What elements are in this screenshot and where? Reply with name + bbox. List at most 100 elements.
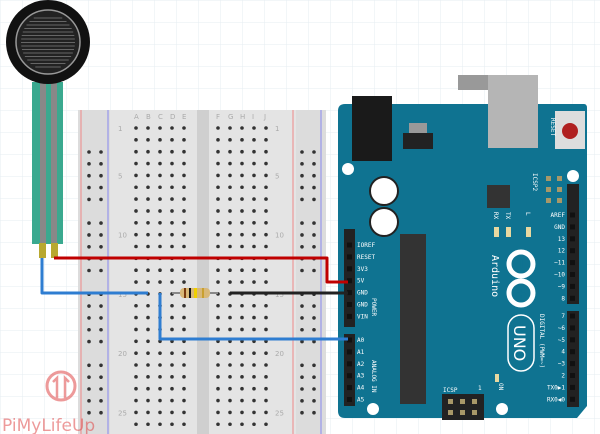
rail-hole[interactable] [312,387,316,391]
header-pin[interactable] [347,361,352,367]
breadboard-hole[interactable] [240,351,244,355]
breadboard-hole[interactable] [182,280,186,284]
breadboard-hole[interactable] [146,351,150,355]
rail-hole[interactable] [99,410,103,415]
breadboard-hole[interactable] [146,173,150,178]
header-pin[interactable] [347,385,352,391]
rail-hole[interactable] [312,399,316,403]
breadboard-hole[interactable] [182,351,186,355]
breadboard-hole[interactable] [252,303,256,308]
rail-hole[interactable] [99,327,103,332]
rail-hole[interactable] [300,197,304,202]
rail-hole[interactable] [87,221,91,225]
breadboard-hole[interactable] [240,244,244,249]
breadboard-hole[interactable] [228,149,232,154]
breadboard-hole[interactable] [216,232,220,237]
rail-hole[interactable] [99,363,103,368]
breadboard-hole[interactable] [134,339,138,344]
breadboard-hole[interactable] [182,303,186,308]
rail-hole[interactable] [87,410,91,415]
breadboard-hole[interactable] [146,422,150,427]
breadboard-hole[interactable] [170,161,174,166]
rail-hole[interactable] [300,233,304,237]
breadboard-hole[interactable] [146,410,150,415]
header-pin[interactable] [347,313,352,319]
breadboard-hole[interactable] [264,221,268,225]
breadboard-hole[interactable] [264,268,268,273]
rail-hole[interactable] [300,150,304,154]
breadboard-hole[interactable] [228,268,232,273]
breadboard-hole[interactable] [228,173,232,178]
breadboard-hole[interactable] [170,422,174,427]
rail-hole[interactable] [87,233,91,237]
breadboard-hole[interactable] [252,149,256,154]
rail-hole[interactable] [99,233,103,237]
header-pin[interactable] [570,373,575,378]
breadboard-hole[interactable] [158,351,162,355]
breadboard-hole[interactable] [264,422,268,427]
breadboard-hole[interactable] [158,149,162,154]
breadboard-hole[interactable] [134,173,138,178]
breadboard-hole[interactable] [182,173,186,178]
header-pin[interactable] [570,313,575,319]
breadboard-hole[interactable] [158,268,162,273]
breadboard-hole[interactable] [252,197,256,201]
breadboard-hole[interactable] [216,138,220,142]
breadboard-hole[interactable] [158,398,162,403]
breadboard-hole[interactable] [158,126,162,130]
breadboard-hole[interactable] [228,232,232,237]
header-pin[interactable] [570,384,575,390]
breadboard-hole[interactable] [158,221,162,225]
rail-hole[interactable] [99,375,103,379]
breadboard-hole[interactable] [264,185,268,190]
rail-hole[interactable] [300,387,304,391]
breadboard-hole[interactable] [170,221,174,225]
breadboard-hole[interactable] [252,363,256,367]
breadboard-hole[interactable] [158,386,162,391]
breadboard-hole[interactable] [134,315,138,320]
breadboard-hole[interactable] [134,126,138,130]
breadboard-hole[interactable] [240,327,244,332]
rail-hole[interactable] [312,268,316,273]
breadboard-hole[interactable] [134,209,138,213]
breadboard-hole[interactable] [170,197,174,201]
breadboard-hole[interactable] [216,386,220,391]
breadboard-hole[interactable] [240,173,244,178]
breadboard-hole[interactable] [264,398,268,403]
breadboard-hole[interactable] [216,410,220,415]
breadboard-hole[interactable] [134,244,138,249]
breadboard-hole[interactable] [170,232,174,237]
breadboard-hole[interactable] [170,268,174,273]
rail-hole[interactable] [99,221,103,225]
rail-hole[interactable] [312,375,316,379]
breadboard-hole[interactable] [264,126,268,130]
breadboard-hole[interactable] [240,161,244,166]
rail-hole[interactable] [312,410,316,415]
rail-hole[interactable] [312,162,316,166]
header-pin[interactable] [570,337,575,343]
rail-hole[interactable] [99,197,103,202]
rail-hole[interactable] [99,162,103,166]
breadboard-hole[interactable] [240,303,244,308]
breadboard-hole[interactable] [182,209,186,213]
breadboard-hole[interactable] [170,244,174,249]
rail-hole[interactable] [312,150,316,154]
rail-hole[interactable] [87,339,91,344]
breadboard-hole[interactable] [134,327,138,332]
breadboard-hole[interactable] [252,280,256,284]
breadboard-hole[interactable] [240,398,244,403]
breadboard-hole[interactable] [146,138,150,142]
blue-wire-sensor[interactable] [40,258,148,295]
breadboard-hole[interactable] [252,209,256,213]
header-pin[interactable] [570,248,575,254]
breadboard-hole[interactable] [170,363,174,367]
breadboard-hole[interactable] [264,149,268,154]
header-pin[interactable] [570,325,575,331]
header-pin[interactable] [570,295,575,301]
rail-hole[interactable] [87,197,91,202]
rail-hole[interactable] [87,327,91,332]
breadboard-hole[interactable] [134,280,138,284]
breadboard-hole[interactable] [158,185,162,190]
breadboard-hole[interactable] [134,197,138,201]
rail-hole[interactable] [87,162,91,166]
